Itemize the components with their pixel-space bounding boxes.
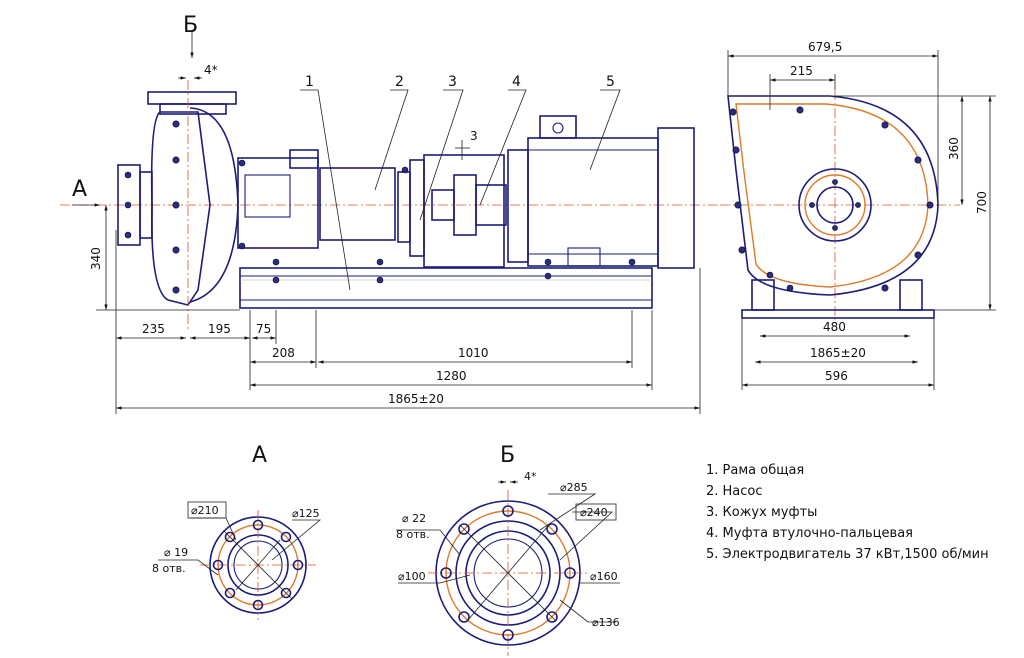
dim-4-top: 4* — [204, 63, 218, 77]
view-label-a-side: А — [72, 177, 87, 202]
dim-679: 679,5 — [808, 40, 842, 54]
dim-215: 215 — [790, 64, 813, 78]
volute-outline — [727, 95, 939, 296]
callout-4: 4 — [512, 74, 521, 90]
dim-75: 75 — [256, 322, 271, 336]
dim-480: 480 — [823, 320, 846, 334]
dim-b-285: ⌀285 — [560, 481, 588, 494]
dim-a-125: ⌀125 — [292, 507, 320, 520]
dim-235: 235 — [142, 322, 165, 336]
dim-1865-main: 1865±20 — [388, 392, 444, 406]
pump-bracket — [237, 157, 319, 249]
callout-2: 2 — [395, 74, 404, 90]
coupling-guard — [423, 154, 505, 268]
front-view — [60, 32, 720, 414]
front-bolts — [124, 120, 636, 294]
dim-340: 340 — [89, 247, 103, 270]
dim-a-19: ⌀ 19 — [164, 546, 188, 559]
view-label-b-top: Б — [183, 13, 198, 38]
legend-item-5: 5. Электродвигатель 37 кВт,1500 об/мин — [706, 547, 989, 562]
callout-1: 1 — [305, 74, 314, 90]
callout-5: 5 — [606, 74, 615, 90]
dim-b-100: ⌀100 — [398, 570, 426, 583]
flange-b-view — [396, 480, 620, 656]
view-label-a: А — [252, 443, 267, 468]
side-view — [720, 50, 996, 390]
side-bolts — [729, 106, 934, 292]
dim-360: 360 — [947, 137, 961, 160]
dim-b-4: 4* — [524, 470, 537, 483]
legend-item-3: 3. Кожух муфты — [706, 505, 817, 520]
dim-1865-side: 1865±20 — [810, 346, 866, 360]
dim-596: 596 — [825, 369, 848, 383]
dim-b-160: ⌀160 — [590, 570, 618, 583]
flange-b-bolts — [440, 505, 576, 641]
dim-a-8otv: 8 отв. — [152, 562, 186, 575]
dim-1280: 1280 — [436, 369, 467, 383]
dim-700: 700 — [975, 191, 989, 214]
legend-item-2: 2. Насос — [706, 484, 763, 499]
callout-3: 3 — [448, 74, 457, 90]
pump-body — [319, 167, 396, 241]
dim-195: 195 — [208, 322, 231, 336]
dim-b-240: ⌀240 — [580, 506, 608, 519]
dim-3: 3 — [470, 129, 478, 143]
dim-b-22: ⌀ 22 — [402, 512, 426, 525]
base-frame — [239, 267, 653, 309]
legend-item-1: 1. Рама общая — [706, 463, 804, 478]
legend-item-4: 4. Муфта втулочно-пальцевая — [706, 526, 913, 541]
dim-208: 208 — [272, 346, 295, 360]
view-label-b: Б — [500, 443, 515, 468]
dim-b-8otv: 8 отв. — [396, 528, 430, 541]
flange-a-bolts — [212, 519, 304, 611]
dim-b-136: ⌀136 — [592, 616, 620, 629]
flange-a-view — [158, 501, 322, 620]
electric-motor — [507, 115, 695, 269]
dim-1010: 1010 — [458, 346, 489, 360]
dim-a-210: ⌀210 — [191, 504, 219, 517]
